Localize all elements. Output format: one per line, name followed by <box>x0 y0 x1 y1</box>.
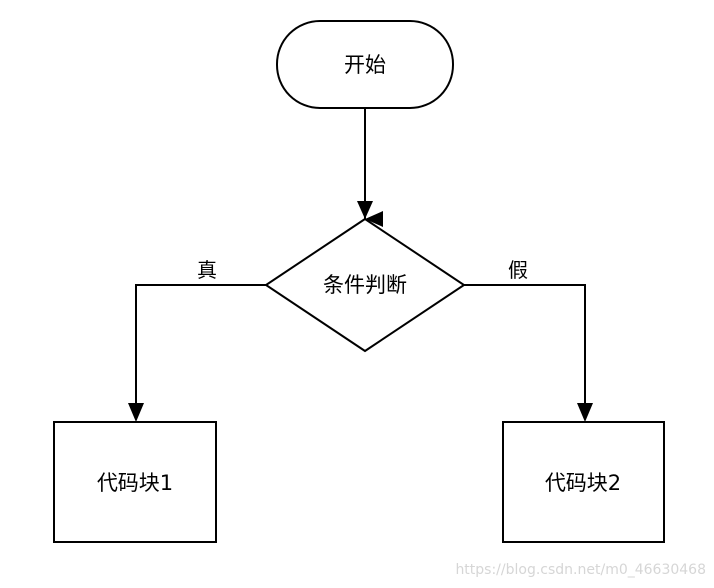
decision-node <box>264 217 466 353</box>
code-block-1-node <box>53 421 217 543</box>
edge-start-to-decision-arrowhead <box>357 201 373 219</box>
watermark: https://blog.csdn.net/m0_46630468 <box>455 562 706 578</box>
start-node-label: 开始 <box>344 53 386 77</box>
edge-decision-to-block2-arrowhead <box>577 403 593 422</box>
edge-decision-to-block1-arrowhead <box>128 403 144 422</box>
false-branch-label: 假 <box>508 258 528 282</box>
code-block-2-node <box>502 421 665 543</box>
true-branch-label: 真 <box>197 258 217 282</box>
code-block-1-label: 代码块1 <box>97 471 173 495</box>
code-block-2-label: 代码块2 <box>545 471 621 495</box>
decision-node-label: 条件判断 <box>323 273 407 297</box>
edge-decision-to-block1 <box>135 284 266 403</box>
edge-decision-to-block2 <box>464 284 586 403</box>
